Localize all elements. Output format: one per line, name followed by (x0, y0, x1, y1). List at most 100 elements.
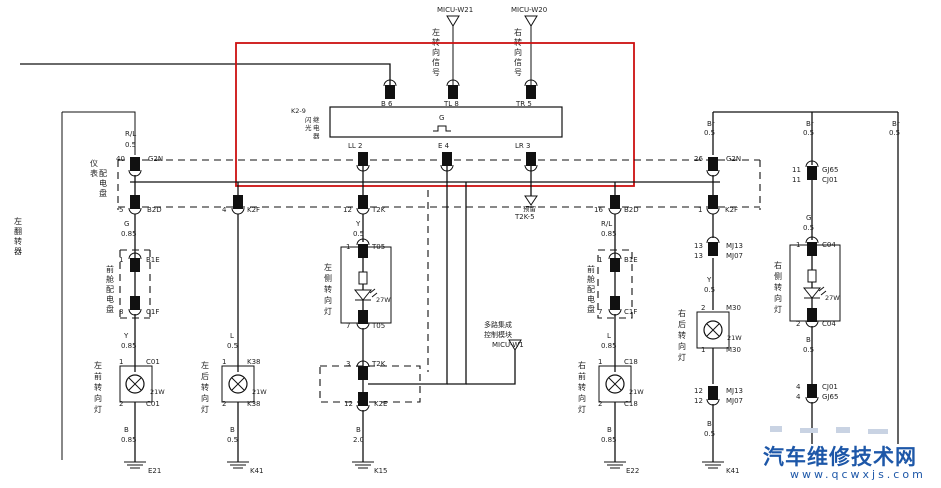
svg-text:电: 电 (99, 178, 107, 188)
svg-text:向: 向 (94, 393, 102, 403)
micu-w21-label: MICU-W21 (437, 6, 473, 14)
svg-text:CJ01: CJ01 (822, 176, 838, 184)
svg-text:信: 信 (432, 57, 440, 67)
svg-text:0.5: 0.5 (704, 286, 715, 294)
svg-text:侧: 侧 (324, 273, 332, 283)
micu-w20-label: MICU-W20 (511, 6, 547, 14)
svg-text:器: 器 (14, 247, 22, 256)
svg-text:Br: Br (892, 120, 900, 128)
svg-text:R/L: R/L (125, 130, 136, 138)
svg-text:0.85: 0.85 (601, 230, 617, 238)
svg-text:舱: 舱 (587, 274, 595, 284)
svg-text:4: 4 (796, 393, 801, 401)
svg-text:器: 器 (313, 132, 320, 140)
svg-text:灯: 灯 (678, 352, 686, 362)
svg-text:2: 2 (796, 320, 800, 328)
svg-text:0.5: 0.5 (704, 430, 715, 438)
watermark-url: www.qcwxjs.com (790, 468, 926, 481)
svg-text:G2N: G2N (726, 155, 741, 163)
svg-text:2: 2 (701, 304, 705, 312)
svg-text:12: 12 (344, 400, 353, 408)
svg-text:左: 左 (14, 216, 22, 226)
svg-text:B1E: B1E (624, 256, 638, 264)
svg-text:1: 1 (119, 358, 123, 366)
svg-text:B: B (230, 426, 235, 434)
svg-text:向: 向 (578, 393, 586, 403)
right-front-lamp-circuit: 16 B2D R/L 0.85 1 B1E 前 舱 配 电 盘 7 C1F L … (578, 182, 644, 475)
svg-text:转: 转 (14, 236, 22, 246)
svg-text:2: 2 (119, 400, 123, 408)
svg-text:11: 11 (792, 166, 801, 174)
svg-text:T2K: T2K (371, 360, 386, 368)
svg-text:向: 向 (678, 341, 686, 351)
svg-text:1: 1 (119, 256, 123, 264)
svg-text:转: 转 (324, 284, 332, 294)
svg-text:7: 7 (346, 322, 350, 330)
svg-text:0.85: 0.85 (121, 230, 137, 238)
svg-text:翻: 翻 (14, 227, 22, 236)
svg-text:光: 光 (305, 123, 312, 132)
svg-text:21W: 21W (727, 334, 742, 342)
svg-text:灯: 灯 (774, 304, 782, 314)
svg-text:电: 电 (106, 294, 114, 304)
top-input-micu-w21: MICU-W21 (437, 6, 473, 85)
svg-text:B: B (124, 426, 129, 434)
svg-text:0.5: 0.5 (353, 230, 364, 238)
svg-text:B1E: B1E (146, 256, 160, 264)
svg-text:1: 1 (701, 346, 705, 354)
svg-text:左: 左 (432, 27, 440, 37)
svg-text:B2D: B2D (624, 206, 639, 214)
svg-text:C1F: C1F (146, 308, 159, 316)
svg-text:0.85: 0.85 (601, 342, 617, 350)
svg-text:灯: 灯 (94, 404, 102, 414)
svg-text:4: 4 (796, 383, 801, 391)
svg-text:C04: C04 (822, 320, 836, 328)
svg-text:盘: 盘 (106, 304, 114, 314)
svg-text:8: 8 (119, 308, 123, 316)
t2k5-branch: 预留 T2K-5 (514, 166, 538, 221)
svg-text:40: 40 (116, 155, 125, 163)
right-signal-label: 右 转 向 信 号 (514, 27, 522, 77)
flasher-pin-b6: B 6 (381, 100, 393, 108)
svg-text:M30: M30 (726, 304, 741, 312)
svg-text:转: 转 (201, 382, 209, 392)
svg-text:向: 向 (324, 295, 332, 305)
svg-text:配: 配 (106, 285, 114, 294)
svg-text:T2K: T2K (371, 206, 386, 214)
svg-text:13: 13 (694, 242, 703, 250)
svg-text:继: 继 (313, 115, 320, 124)
svg-text:表: 表 (90, 168, 98, 178)
svg-text:R/L: R/L (601, 220, 612, 228)
svg-text:Br: Br (806, 120, 814, 128)
svg-text:0.85: 0.85 (121, 436, 137, 444)
svg-text:B: B (806, 336, 811, 344)
svg-text:K2F: K2F (247, 206, 260, 214)
svg-text:GJ65: GJ65 (822, 166, 838, 174)
svg-text:闪: 闪 (305, 115, 312, 124)
svg-text:M30: M30 (726, 346, 741, 354)
left-side-lamp-circuit: 12 T2K Y 0.5 1 T05 27W 7 T05 左 侧 转 向 灯 3… (319, 166, 429, 475)
svg-text:21W: 21W (150, 388, 165, 396)
flasher-ground-pin: G (439, 114, 444, 122)
svg-text:灯: 灯 (578, 404, 586, 414)
svg-text:16: 16 (594, 206, 603, 214)
svg-text:右: 右 (514, 27, 522, 37)
svg-text:左: 左 (324, 262, 332, 272)
flasher-pin-lr3: LR 3 (515, 142, 530, 150)
svg-text:向: 向 (514, 47, 522, 57)
svg-text:1: 1 (598, 358, 602, 366)
svg-text:MJ07: MJ07 (726, 397, 743, 405)
svg-text:1: 1 (598, 256, 602, 264)
svg-text:MJ13: MJ13 (726, 387, 743, 395)
svg-text:盘: 盘 (99, 188, 107, 198)
svg-text:右: 右 (678, 308, 686, 318)
svg-text:1: 1 (698, 206, 702, 214)
svg-text:MJ07: MJ07 (726, 252, 743, 260)
svg-text:E22: E22 (626, 467, 639, 475)
svg-text:2: 2 (598, 400, 602, 408)
svg-text:0.5: 0.5 (803, 224, 814, 232)
svg-text:K2E: K2E (374, 400, 387, 408)
svg-text:配: 配 (587, 285, 595, 294)
micu-module-line1: 多路集成 (484, 320, 512, 329)
